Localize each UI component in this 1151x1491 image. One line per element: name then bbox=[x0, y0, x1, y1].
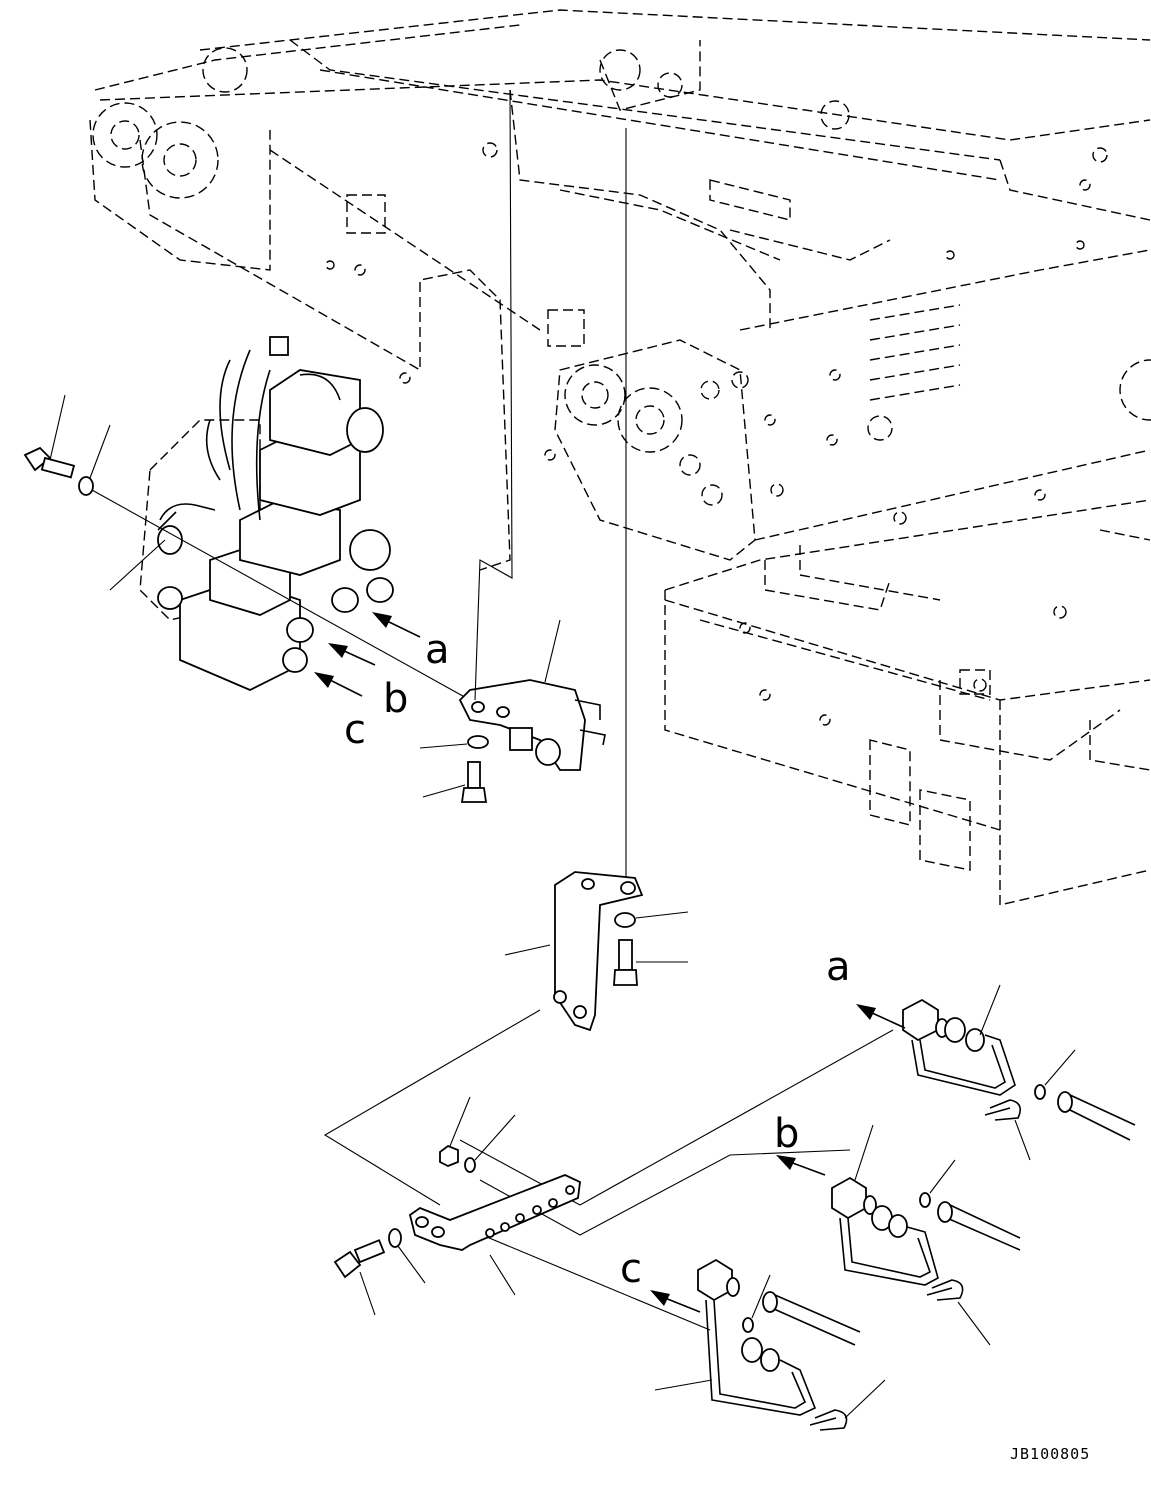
washer-lower-left bbox=[388, 1228, 426, 1284]
washer-upper-bracket bbox=[419, 735, 489, 749]
arrow-a-pipe bbox=[856, 1004, 906, 1029]
hose-end-c bbox=[762, 1291, 861, 1346]
arrow-b-pipe bbox=[776, 1155, 826, 1176]
o-ring-a bbox=[1034, 1049, 1076, 1100]
bolt-upper-bracket bbox=[422, 761, 488, 803]
hose-end-a bbox=[1057, 1091, 1136, 1141]
pipe-assembly-a bbox=[902, 984, 1016, 1096]
chain-line-lower bbox=[323, 1009, 541, 1206]
washer-upper-left bbox=[78, 424, 111, 496]
bolt-upper-left bbox=[23, 394, 76, 479]
bolt-middle bbox=[613, 939, 688, 986]
valve-mount-bracket bbox=[458, 619, 606, 771]
arrow-c-pipe bbox=[650, 1290, 701, 1313]
machine-frame-outline bbox=[89, 9, 1151, 906]
lower-mounting-plate bbox=[408, 1174, 581, 1296]
leader-harness-clip bbox=[109, 539, 166, 591]
chain-line-a bbox=[459, 1029, 894, 1206]
label-c-valve: c bbox=[344, 707, 366, 753]
label-a-pipe: a bbox=[826, 944, 851, 990]
washer-middle bbox=[614, 911, 689, 928]
o-ring-b bbox=[919, 1159, 956, 1208]
clip-a bbox=[984, 1099, 1031, 1161]
pipe-assembly-b bbox=[831, 1124, 939, 1286]
chain-line-c bbox=[469, 1229, 711, 1331]
label-b-pipe: b bbox=[774, 1111, 799, 1157]
bolt-lower bbox=[333, 1239, 386, 1316]
clip-b bbox=[926, 1279, 991, 1346]
arrow-b-valve bbox=[328, 643, 376, 666]
hose-end-b bbox=[937, 1201, 1021, 1251]
label-b-valve: b bbox=[383, 676, 408, 722]
middle-mount-bracket bbox=[504, 871, 644, 1032]
arrow-c-valve bbox=[314, 672, 363, 697]
o-ring-c bbox=[742, 1274, 771, 1333]
drawing-code: JB100805 bbox=[1010, 1445, 1090, 1463]
washer-lower-top bbox=[464, 1114, 516, 1173]
label-a-valve: a bbox=[425, 627, 450, 673]
projection-line-1 bbox=[474, 89, 513, 701]
arrow-a-valve bbox=[372, 612, 421, 638]
pipe-assembly-c bbox=[654, 1258, 817, 1416]
solenoid-valve-assembly bbox=[139, 336, 394, 691]
assembly-line-bolt bbox=[91, 489, 471, 701]
nut-lower bbox=[439, 1096, 471, 1167]
clip-c bbox=[809, 1379, 886, 1431]
label-c-pipe: c bbox=[620, 1246, 642, 1292]
